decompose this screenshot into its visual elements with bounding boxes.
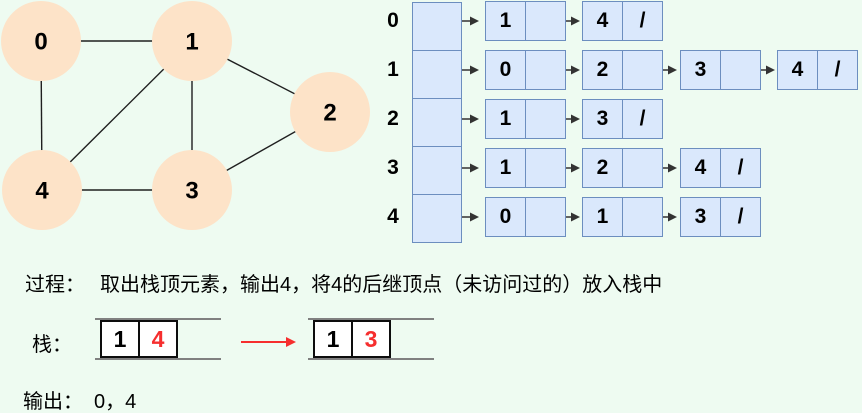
adj-row-label-1: 1 — [387, 58, 399, 81]
adj-row-label-3: 3 — [387, 156, 399, 179]
graph-node-label-2: 2 — [323, 100, 336, 127]
list-node: 0 — [485, 50, 566, 90]
node-value-cell: 1 — [486, 100, 526, 138]
adj-head-cell-1 — [412, 50, 462, 99]
node-value-cell: 0 — [486, 51, 526, 89]
graph-node-label-4: 4 — [35, 178, 49, 205]
node-value-cell: 3 — [681, 51, 721, 89]
node-value-cell: 1 — [486, 2, 526, 40]
node-null-cell: / — [737, 205, 744, 228]
adj-row-label-2: 2 — [387, 107, 399, 130]
list-node: 1 — [582, 197, 663, 237]
graph-node-label-1: 1 — [185, 29, 198, 56]
graph-node-3 — [152, 150, 232, 230]
adj-head-cell-2 — [412, 98, 462, 147]
stack-item: 4 — [138, 320, 178, 358]
node-pointer-cell — [526, 149, 565, 187]
node-value-cell: 3 — [583, 100, 623, 138]
node-value-cell: 2 — [583, 149, 623, 187]
stack-item: 3 — [351, 320, 391, 358]
graph-node-1 — [152, 1, 232, 81]
node-value-cell: 4 — [583, 2, 623, 40]
process-text: 取出栈顶元素，输出4，将4的后继顶点（未访问过的）放入栈中 — [100, 274, 663, 296]
graph-node-0 — [1, 1, 81, 81]
node-value-cell: 4 — [778, 51, 818, 89]
process-label: 过程： — [25, 274, 85, 296]
list-node: 1 — [485, 1, 566, 41]
output-value: 0，4 — [94, 391, 137, 413]
list-node: 2 — [582, 148, 663, 188]
node-pointer-cell — [526, 2, 565, 40]
node-value-cell: 2 — [583, 51, 623, 89]
list-node: 1 — [485, 99, 566, 139]
graph-node-label-3: 3 — [185, 178, 198, 205]
process-line: 过程： 取出栈顶元素，输出4，将4的后继顶点（未访问过的）放入栈中 — [25, 268, 662, 297]
node-null-cell: / — [834, 58, 841, 81]
adj-row-label-4: 4 — [387, 205, 399, 228]
list-node: 4/ — [680, 148, 761, 188]
adj-head-cell-4 — [412, 194, 462, 243]
node-null-cell: / — [737, 156, 744, 179]
node-null-cell: / — [639, 107, 646, 130]
list-node: 4/ — [777, 50, 858, 90]
list-node: 2 — [582, 50, 663, 90]
transition-arrow-icon — [241, 337, 296, 347]
adj-head-cell-3 — [412, 146, 462, 195]
node-value-cell: 1 — [486, 149, 526, 187]
output-line: 输出： 0，4 — [23, 385, 136, 413]
graph-node-label-0: 0 — [34, 29, 47, 56]
node-pointer-cell — [623, 51, 662, 89]
node-value-cell: 3 — [681, 198, 721, 236]
node-value-cell: 4 — [681, 149, 721, 187]
node-pointer-cell — [623, 198, 662, 236]
output-label: 输出： — [23, 391, 83, 413]
stack-item: 1 — [100, 320, 140, 358]
adj-head-cell-0 — [412, 2, 462, 51]
node-pointer-cell — [526, 51, 565, 89]
node-pointer-cell — [526, 100, 565, 138]
graph-node-4 — [2, 150, 82, 230]
stack-item: 1 — [313, 320, 353, 358]
node-value-cell: 1 — [583, 198, 623, 236]
list-node: 1 — [485, 148, 566, 188]
list-node: 4/ — [582, 1, 663, 41]
node-pointer-cell — [623, 149, 662, 187]
node-null-cell: / — [639, 9, 646, 32]
node-pointer-cell — [721, 51, 760, 89]
list-node: 3 — [680, 50, 761, 90]
list-node: 0 — [485, 197, 566, 237]
list-node: 3/ — [582, 99, 663, 139]
node-pointer-cell — [526, 198, 565, 236]
graph-canvas: 0 1 2 3 4 — [1, 1, 370, 230]
list-node: 3/ — [680, 197, 761, 237]
graph-node-2 — [290, 72, 370, 152]
node-value-cell: 0 — [486, 198, 526, 236]
adj-row-label-0: 0 — [387, 9, 399, 32]
stack-label: 栈： — [32, 334, 72, 356]
